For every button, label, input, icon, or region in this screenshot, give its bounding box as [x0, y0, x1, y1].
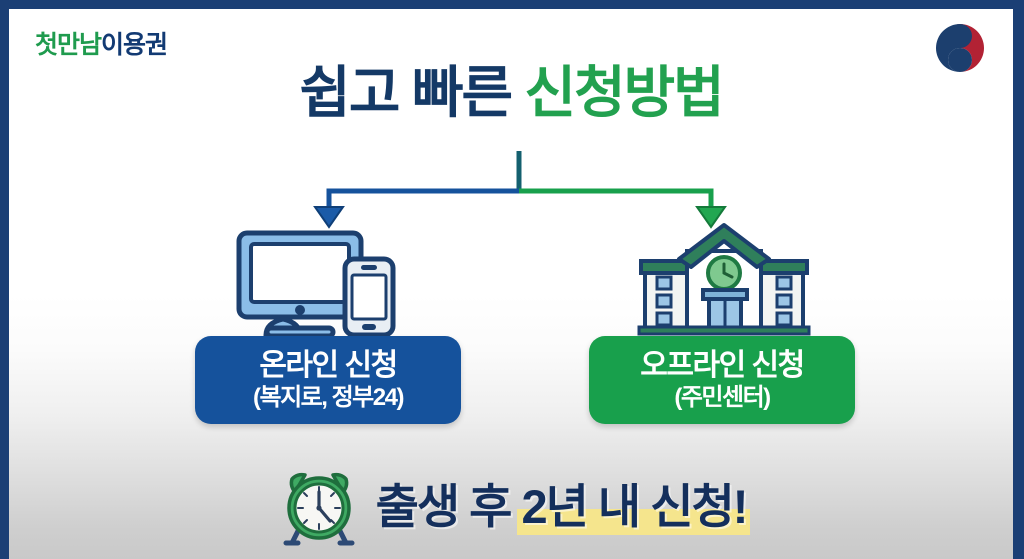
brand-logo-navy-part: 이용권 — [101, 31, 168, 59]
deadline-callout: 출생 후 2년 내 신청! — [9, 461, 1013, 551]
deadline-text-highlighted: 2년 내 신청! — [521, 479, 748, 533]
community-center-building-icon — [629, 221, 819, 336]
online-application-title: 온라인 신청 — [259, 348, 398, 382]
page-title-navy-part: 쉽고 빠른 — [299, 61, 513, 124]
frame-border-right — [1013, 0, 1024, 559]
online-application-card[interactable]: 온라인 신청 (복지로, 정부24) — [195, 336, 461, 424]
deadline-text: 출생 후 2년 내 신청! — [375, 479, 749, 533]
page-title: 쉽고 빠른 신청방법 — [9, 61, 1013, 125]
offline-application-title: 오프라인 신청 — [640, 348, 805, 382]
desktop-monitor-and-smartphone-icon — [231, 227, 421, 339]
offline-application-card[interactable]: 오프라인 신청 (주민센터) — [589, 336, 855, 424]
frame-border-left — [0, 0, 9, 559]
online-application-subtitle: (복지로, 정부24) — [253, 383, 404, 411]
deadline-text-plain: 출생 후 — [375, 479, 522, 533]
poster-canvas: 첫만남이용권 쉽고 빠른 신청방법 — [9, 9, 1013, 559]
page-title-green-part: 신청방법 — [524, 61, 725, 124]
alarm-clock-icon — [276, 463, 362, 549]
brand-logo: 첫만남이용권 — [35, 31, 168, 59]
frame-border-top — [0, 0, 1024, 9]
korean-government-emblem-icon — [929, 17, 991, 79]
offline-application-subtitle: (주민센터) — [674, 383, 771, 411]
brand-logo-green-part: 첫만남 — [35, 31, 102, 59]
branch-connector — [259, 149, 779, 229]
